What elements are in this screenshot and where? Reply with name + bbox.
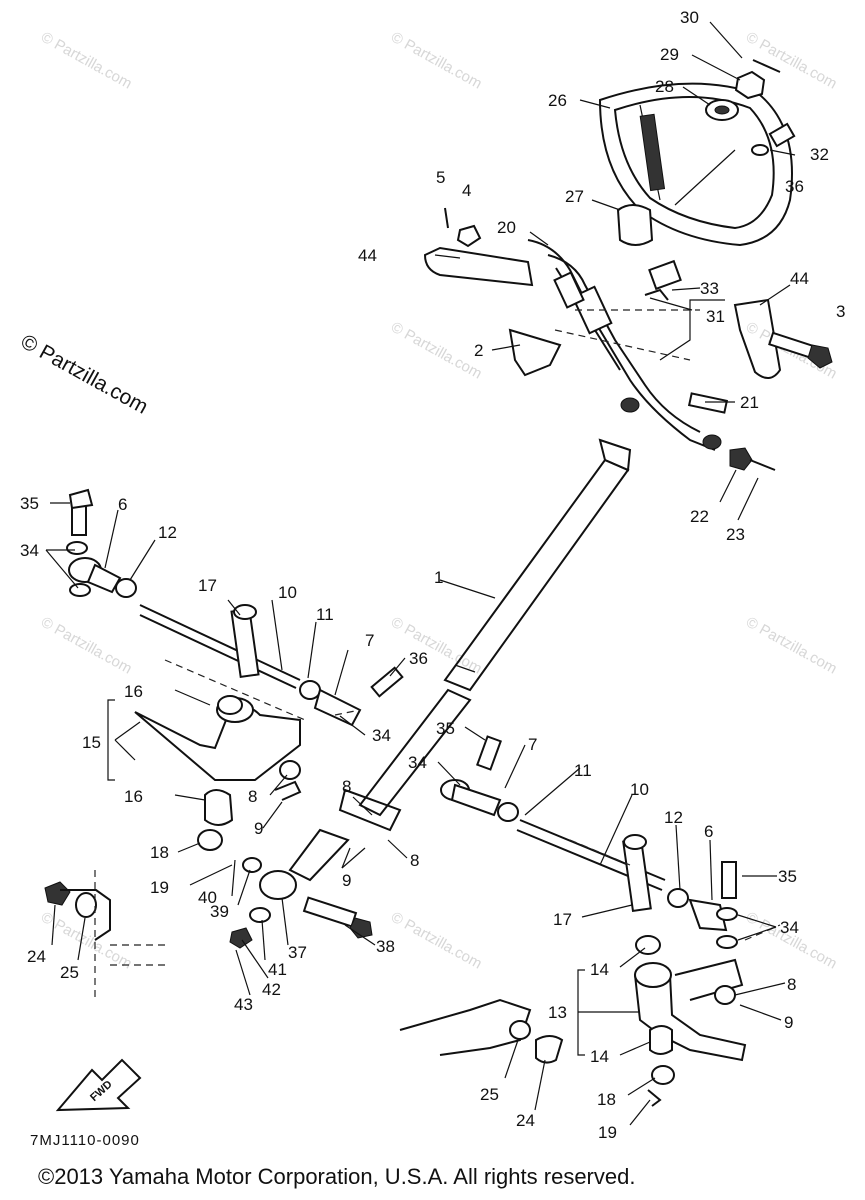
callout: 7 (528, 735, 537, 754)
callout: 25 (480, 1085, 499, 1104)
callout-labels: 30 29 28 26 32 36 27 5 4 20 44 33 44 31 … (20, 8, 845, 1142)
callout: 26 (548, 91, 567, 110)
callout: 27 (565, 187, 584, 206)
callout: 8 (342, 777, 351, 796)
callout: 20 (497, 218, 516, 237)
callout: 13 (548, 1003, 567, 1022)
callout: 7 (365, 631, 374, 650)
callout: 33 (700, 279, 719, 298)
callout: 14 (590, 1047, 609, 1066)
fwd-arrow (55, 1058, 142, 1112)
callout: 35 (436, 719, 455, 738)
callout: 42 (262, 980, 281, 999)
callout: 6 (704, 822, 713, 841)
lower-shaft-assembly (229, 788, 402, 949)
callout: 41 (268, 960, 287, 979)
watermark: © Partzilla.com (388, 909, 485, 973)
callout: 9 (254, 819, 263, 838)
callout: 12 (664, 808, 683, 827)
callout: 16 (124, 787, 143, 806)
right-knuckle (622, 834, 747, 1107)
callout: 9 (342, 871, 351, 890)
left-knuckle (134, 604, 302, 851)
callout: 34 (780, 918, 799, 937)
wheel-hardware (616, 59, 796, 246)
callout: 11 (574, 761, 592, 780)
callout: 39 (210, 902, 229, 921)
axle-ends (44, 881, 564, 1064)
callout: 8 (410, 851, 419, 870)
callout: 21 (740, 393, 759, 412)
callout: 12 (158, 523, 177, 542)
callout: 16 (124, 682, 143, 701)
steering-wheel (598, 82, 793, 247)
watermark: © Partzilla.com (38, 29, 135, 93)
callout: 36 (409, 649, 428, 668)
callout: 10 (278, 583, 297, 602)
leader-lines (45, 21, 796, 1126)
callout: 8 (787, 975, 796, 994)
callout: 2 (474, 341, 483, 360)
callout: 19 (150, 878, 169, 897)
callout: 36 (785, 177, 804, 196)
fwd-label: FWD (88, 1078, 115, 1104)
watermark: © Partzilla.com (38, 614, 135, 678)
watermark: © Partzilla.com (388, 29, 485, 93)
callout: 17 (198, 576, 217, 595)
callout: 40 (198, 888, 217, 907)
left-tie-rod (66, 488, 404, 727)
callout: 5 (436, 168, 445, 187)
callout: 24 (27, 947, 46, 966)
callout: 35 (20, 494, 39, 513)
callout: 19 (598, 1123, 617, 1142)
top-hardware (444, 207, 776, 471)
callout: 8 (248, 787, 257, 806)
callout: 34 (20, 541, 39, 560)
mounting-brackets (423, 246, 833, 379)
callout: 14 (590, 960, 609, 979)
callout: 28 (655, 77, 674, 96)
callout: 25 (60, 963, 79, 982)
callout: 15 (82, 733, 101, 752)
callout: 18 (150, 843, 169, 862)
parts-drawings (44, 21, 833, 1126)
callout: 17 (553, 910, 572, 929)
callout: 44 (358, 246, 377, 265)
callout: 11 (316, 605, 334, 624)
callout: 30 (680, 8, 699, 27)
callout: 10 (630, 780, 649, 799)
callout: 29 (660, 45, 679, 64)
callout: 43 (234, 995, 253, 1014)
callout: 9 (784, 1013, 793, 1032)
callout: 32 (810, 145, 829, 164)
callout: 22 (690, 507, 709, 526)
watermark: © Partzilla.com (743, 614, 840, 678)
callout: 24 (516, 1111, 535, 1130)
callout: 44 (790, 269, 809, 288)
watermark: © Partzilla.com (388, 319, 485, 383)
callout: 23 (726, 525, 745, 544)
callout: 3 (836, 302, 845, 321)
callout: 18 (597, 1090, 616, 1109)
callout: 4 (462, 181, 471, 200)
callout: 31 (706, 307, 725, 326)
leader-dash-lines (94, 309, 781, 1000)
callout: 34 (408, 753, 427, 772)
steering-shaft (358, 438, 632, 817)
callout: 37 (288, 943, 307, 962)
callout: 38 (376, 937, 395, 956)
callout: 34 (372, 726, 391, 745)
diagram-code: 7MJ1110-0090 (30, 1132, 140, 1149)
callout: 35 (778, 867, 797, 886)
callout: 1 (434, 568, 443, 587)
callout: 6 (118, 495, 127, 514)
copyright-notice: ©2013 Yamaha Motor Corporation, U.S.A. A… (38, 1164, 636, 1189)
